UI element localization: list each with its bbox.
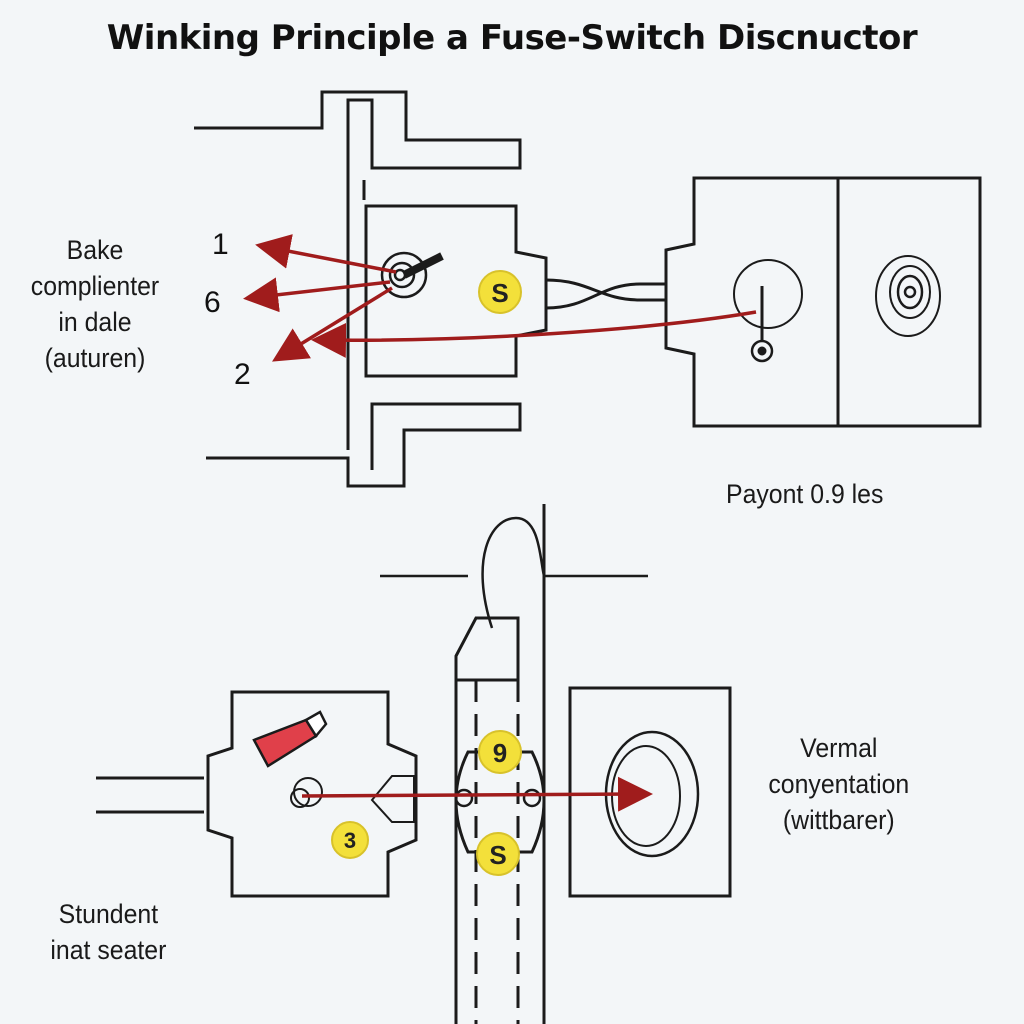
label-bake-complienter: Bake complienter in dale (auturen) — [26, 232, 164, 376]
label-line: in dale — [58, 307, 132, 337]
label-line: Vermal — [800, 733, 878, 763]
marker-three: 3 — [331, 821, 369, 859]
number-2: 2 — [234, 358, 251, 391]
marker-nine-label: 9 — [493, 738, 507, 768]
label-line: conyentation — [768, 769, 910, 799]
bottom-left-enclosure — [96, 690, 418, 898]
top-right-enclosure — [664, 176, 982, 428]
marker-s-bottom: S — [476, 832, 520, 876]
label-line: Stundent — [58, 899, 159, 929]
number-6: 6 — [204, 286, 221, 319]
diagram-title: Winking Principle a Fuse-Switch Discnuct… — [106, 18, 918, 58]
marker-nine: 9 — [478, 730, 522, 774]
label-payont: Payont 0.9 les — [726, 479, 884, 509]
marker-s-bottom-label: S — [489, 840, 506, 870]
top-arrows — [243, 234, 757, 362]
label-line: inat seater — [50, 935, 167, 965]
bottom-conductor — [380, 504, 648, 1024]
bottom-arrow — [301, 776, 653, 812]
label-line: complienter — [30, 271, 160, 301]
marker-s-top: S — [478, 270, 522, 314]
marker-three-label: 3 — [344, 828, 356, 853]
top-fuse-housing — [194, 90, 666, 488]
number-1: 1 — [212, 228, 229, 261]
label-line: Bake — [66, 235, 124, 265]
label-stundent: Stundent inat seater — [44, 896, 173, 968]
label-line: (wittbarer) — [782, 805, 895, 835]
red-indicator-icon — [252, 710, 328, 768]
label-vermal-conyentation: Vermal conyentation (wittbarer) — [756, 730, 922, 838]
marker-s-top-label: S — [491, 278, 508, 308]
label-line: (auturen) — [44, 343, 146, 373]
bottom-right-enclosure — [568, 686, 732, 898]
top-switch-contact — [380, 251, 444, 299]
